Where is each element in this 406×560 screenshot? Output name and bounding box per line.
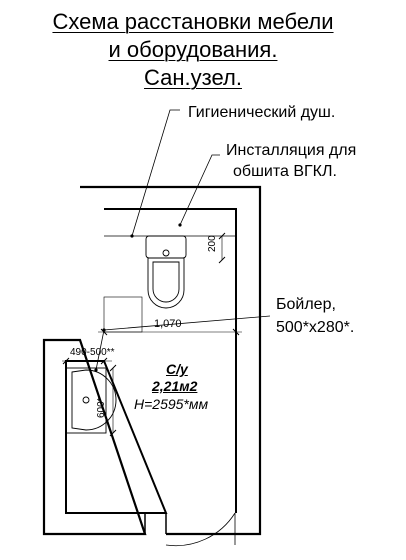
dim-1070-tick-left	[100, 328, 108, 336]
dimension-width: 1,070	[154, 318, 182, 330]
leader-boiler	[95, 315, 271, 371]
dim-1070-tick-right	[232, 328, 240, 336]
boiler	[103, 296, 143, 333]
callout-boiler-line-1: Бойлер,	[276, 296, 336, 313]
door-swing	[165, 512, 236, 547]
callout-boiler-line-2: 500*x280*.	[276, 319, 355, 336]
dimension-toilet-offset: 200	[207, 235, 218, 252]
room-name: С/у	[166, 361, 188, 377]
outer-wall	[42, 185, 262, 536]
callout-installation-line-2: обшита ВГКЛ.	[233, 163, 337, 180]
room-area: 2,21м2	[152, 378, 198, 394]
callout-shower: Гигиенический душ.	[188, 104, 336, 121]
toilet	[145, 235, 187, 309]
dimension-sink-offset: 490-500**	[70, 347, 115, 358]
title-line-1: Схема расстановки мебели	[52, 9, 334, 34]
sink	[65, 367, 117, 434]
dim-600-tick-bottom	[109, 429, 117, 437]
leader-installation	[179, 154, 220, 226]
dim-200-tick-top	[218, 232, 226, 240]
room-height: H=2595*мм	[134, 396, 209, 412]
title-line-2: и оборудования.	[108, 37, 278, 62]
dim-490-tick-left	[62, 357, 70, 365]
leader-shower	[131, 109, 180, 237]
callout-installation-line-1: Инсталляция для	[226, 142, 357, 159]
dimension-sink-width: 600*	[96, 397, 107, 418]
title-line-3: Сан.узел.	[144, 65, 242, 90]
dim-600-tick-top	[109, 364, 117, 372]
dim-490-tick-right	[100, 357, 108, 365]
dim-200-tick-bottom	[218, 256, 226, 264]
